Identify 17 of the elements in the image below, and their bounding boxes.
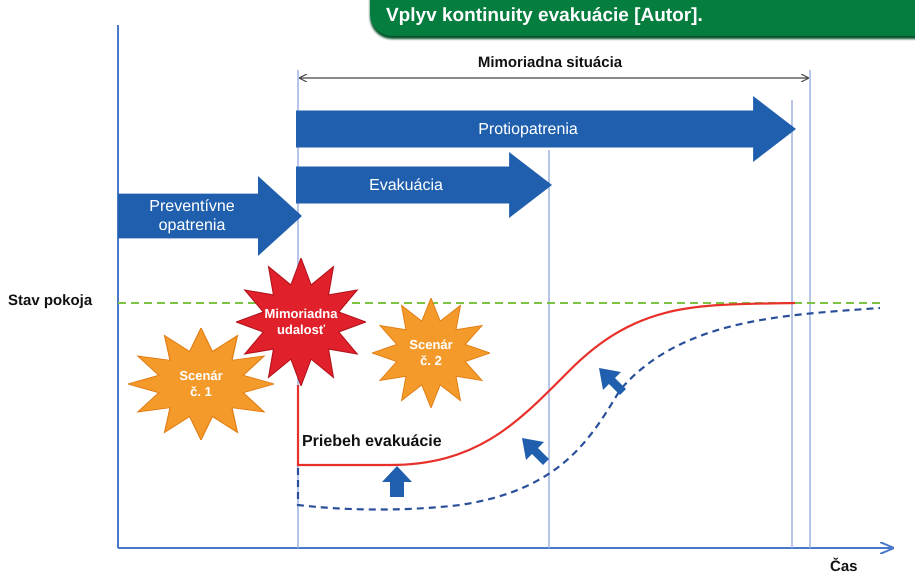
arrow-shape (118, 176, 302, 256)
node-text: Mimoriadna udalosť (264, 306, 338, 338)
title-banner: Vplyv kontinuity evakuácie [Autor]. (370, 0, 915, 36)
starburst-shape (372, 298, 490, 408)
axis-label: Čas (830, 556, 858, 577)
node-text: Evakuácia (368, 176, 444, 194)
node-text: Protiopatrenia (477, 120, 579, 138)
axis-label: Stav pokoja (8, 291, 92, 311)
node-text: Scenár č. 2 (408, 337, 454, 369)
starburst-shape (236, 258, 366, 386)
arrow-shape (296, 152, 552, 218)
starburst-shape (128, 328, 274, 440)
curve-label: Priebeh evakuácie (302, 432, 442, 452)
span-label: Mimoriadna situácia (476, 53, 624, 73)
node-text: Scenár č. 1 (178, 368, 224, 400)
node-text: Preventívne opatrenia (148, 197, 236, 235)
arrow-shape (296, 96, 796, 162)
